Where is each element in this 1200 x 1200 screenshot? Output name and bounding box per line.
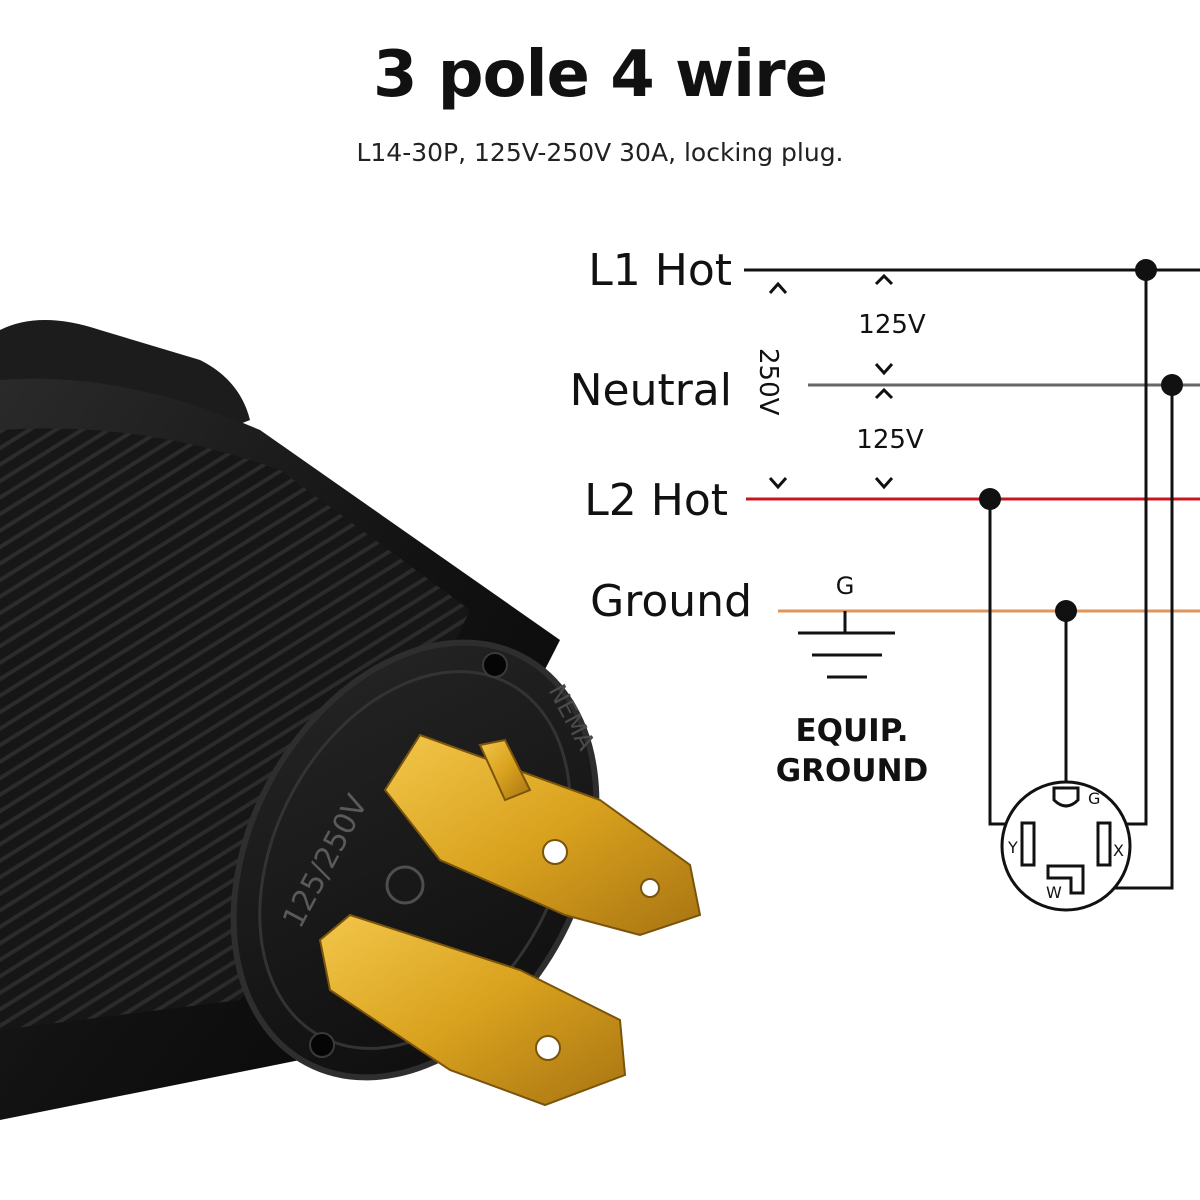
ground-caption-line1: EQUIP.	[795, 713, 908, 749]
arrow-down-icon	[768, 477, 788, 490]
receptacle-slot-g	[1052, 786, 1080, 808]
receptacle-outline	[1000, 780, 1132, 912]
wire-label-neutral: Neutral	[570, 365, 732, 416]
ground-letter: G	[836, 572, 855, 600]
voltage-125v-l1-neutral: 125V	[858, 310, 926, 340]
wire-label-l1: L1 Hot	[588, 245, 732, 296]
receptacle-label-w: W	[1046, 883, 1062, 902]
voltage-250v: 250V	[753, 348, 783, 416]
junction-dot-ground	[1055, 600, 1077, 622]
ul-mark-icon	[385, 865, 425, 905]
receptacle-label-g: G	[1088, 789, 1100, 808]
prong-hole	[535, 1035, 561, 1061]
plug-illustration: 125/250V NEMA	[0, 320, 702, 1121]
drop-l1-to-x	[1120, 270, 1148, 826]
prong-ground	[478, 738, 532, 802]
receptacle-slot-y	[1020, 821, 1036, 867]
screw-hole	[309, 1032, 335, 1058]
junction-dot-l2	[979, 488, 1001, 510]
wire-label-l2: L2 Hot	[584, 475, 728, 526]
subtitle: L14-30P, 125V-250V 30A, locking plug.	[356, 138, 844, 167]
earth-ground-icon	[798, 611, 895, 679]
prong-hole	[542, 839, 568, 865]
receptacle-slot-x	[1096, 821, 1112, 867]
junction-dot-neutral	[1161, 374, 1183, 396]
prong-hole	[640, 878, 660, 898]
drop-l2-to-y	[988, 499, 1022, 826]
arrow-down-icon	[874, 477, 894, 490]
arrow-up-icon	[874, 387, 894, 400]
receptacle-label-x: X	[1113, 841, 1124, 860]
prong-upper	[383, 733, 702, 937]
arrow-up-icon	[768, 281, 788, 294]
receptacle-slot-w	[1046, 864, 1085, 895]
receptacle-face	[1000, 780, 1132, 912]
wire-label-ground: Ground	[590, 576, 752, 627]
ground-caption-line2: GROUND	[776, 753, 929, 789]
voltage-125v-neutral-l2: 125V	[856, 425, 924, 455]
plug-grip-ribs	[0, 428, 470, 1030]
arrow-down-icon	[874, 363, 894, 376]
voltage-markers	[768, 273, 894, 490]
title: 3 pole 4 wire	[372, 38, 828, 112]
junction-dot-l1	[1135, 259, 1157, 281]
arrow-up-icon	[874, 273, 894, 286]
receptacle-label-y: Y	[1007, 838, 1018, 857]
screw-hole	[482, 652, 508, 678]
